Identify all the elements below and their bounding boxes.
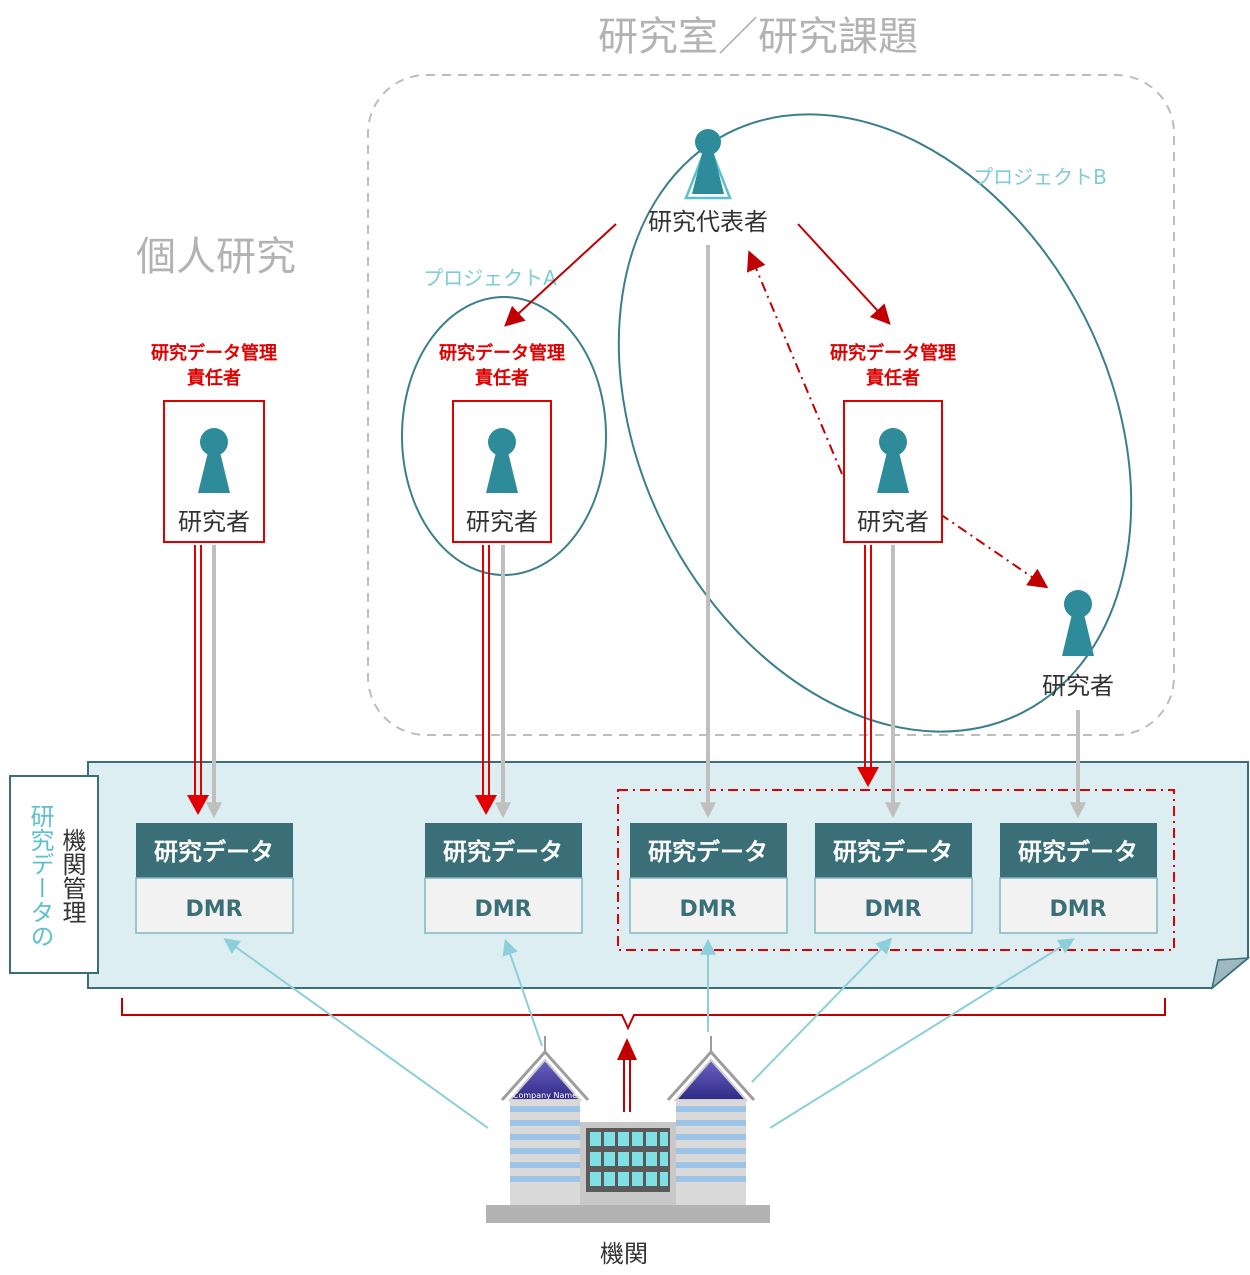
- svg-text:研究データ管理: 研究データ管理: [439, 342, 565, 364]
- lab-region: [367, 74, 1175, 736]
- pi-to-manager-a-arrow: [504, 223, 617, 327]
- side-label-main: 機関管理: [58, 828, 86, 924]
- svg-text:責任者: 責任者: [866, 367, 920, 389]
- pi-label: 研究代表者: [648, 208, 768, 236]
- institution-label: 機関: [600, 1240, 648, 1268]
- person-icon: [486, 428, 518, 493]
- person-icon: [877, 428, 909, 493]
- data-box-header: 研究データ: [443, 838, 563, 866]
- data-box-body: DMR: [864, 897, 921, 922]
- person-icon: [198, 428, 230, 493]
- person-icon: [1062, 590, 1094, 656]
- manager-label-individual: 研究データ管理 責任者: [151, 342, 277, 389]
- project-a-label: プロジェクトA: [423, 266, 557, 290]
- manager-label-project-a: 研究データ管理 責任者: [439, 342, 565, 389]
- project-b-data-group: [617, 789, 1175, 951]
- data-box-body: DMR: [1049, 897, 1106, 922]
- researcher-label: 研究者: [178, 508, 250, 536]
- svg-text:責任者: 責任者: [187, 367, 241, 389]
- responsibility-arrow-2: [475, 545, 497, 815]
- institution-link-arrow-4: [751, 937, 893, 1083]
- data-box-header: 研究データ: [648, 838, 768, 866]
- data-box-body: DMR: [474, 897, 531, 922]
- responsibility-arrow-3: [857, 545, 879, 787]
- manager-b-to-researcher-arrow: [939, 513, 1049, 589]
- individual-research-title: 個人研究: [136, 234, 296, 280]
- institution-building-icon: Company Name: [486, 1036, 770, 1223]
- researcher-card-project-b: 研究者: [843, 400, 943, 543]
- institution-link-arrow-2: [502, 938, 543, 1047]
- svg-text:責任者: 責任者: [475, 367, 529, 389]
- data-box-body: DMR: [679, 897, 736, 922]
- data-box-4: 研究データ DMR: [814, 823, 973, 934]
- svg-text:研究データ管理: 研究データ管理: [151, 342, 277, 364]
- data-box-1: 研究データ DMR: [135, 823, 294, 934]
- data-box-header: 研究データ: [154, 838, 274, 866]
- researcher-label: 研究者: [857, 508, 929, 536]
- building-sign-left: Company Name: [513, 1091, 577, 1100]
- pi-person-icon: [684, 129, 732, 200]
- svg-text:研究データ管理: 研究データ管理: [830, 342, 956, 364]
- data-box-header: 研究データ: [1018, 838, 1138, 866]
- institution-link-arrow-5: [769, 938, 1075, 1129]
- researcher-label: 研究者: [1042, 672, 1114, 700]
- institution-scope-bracket: [121, 998, 1166, 1031]
- side-label-box: [9, 775, 99, 974]
- responsibility-arrow-1: [187, 545, 209, 815]
- institution-up-arrow: [617, 1038, 637, 1112]
- manager-label-project-b: 研究データ管理 責任者: [830, 342, 956, 389]
- data-box-2: 研究データ DMR: [424, 823, 583, 934]
- manager-b-report-arrow: [746, 250, 843, 475]
- side-label-accent: 研究データの: [26, 804, 54, 948]
- panel-page-curl: [1210, 957, 1250, 990]
- researcher-card-project-a: 研究者: [452, 400, 552, 543]
- researcher-label: 研究者: [466, 508, 538, 536]
- data-box-body: DMR: [185, 897, 242, 922]
- project-b-ellipse: [617, 113, 1133, 733]
- pi-to-manager-b-arrow: [797, 223, 891, 325]
- researcher-card-individual: 研究者: [163, 400, 265, 543]
- data-box-3: 研究データ DMR: [629, 823, 788, 934]
- data-box-5: 研究データ DMR: [999, 823, 1158, 934]
- data-box-header: 研究データ: [833, 838, 953, 866]
- project-b-label: プロジェクトB: [973, 165, 1107, 189]
- lab-title: 研究室／研究課題: [598, 14, 918, 60]
- institution-link-arrow-1: [223, 938, 489, 1129]
- researcher-member-project-b: 研究者: [1042, 590, 1114, 700]
